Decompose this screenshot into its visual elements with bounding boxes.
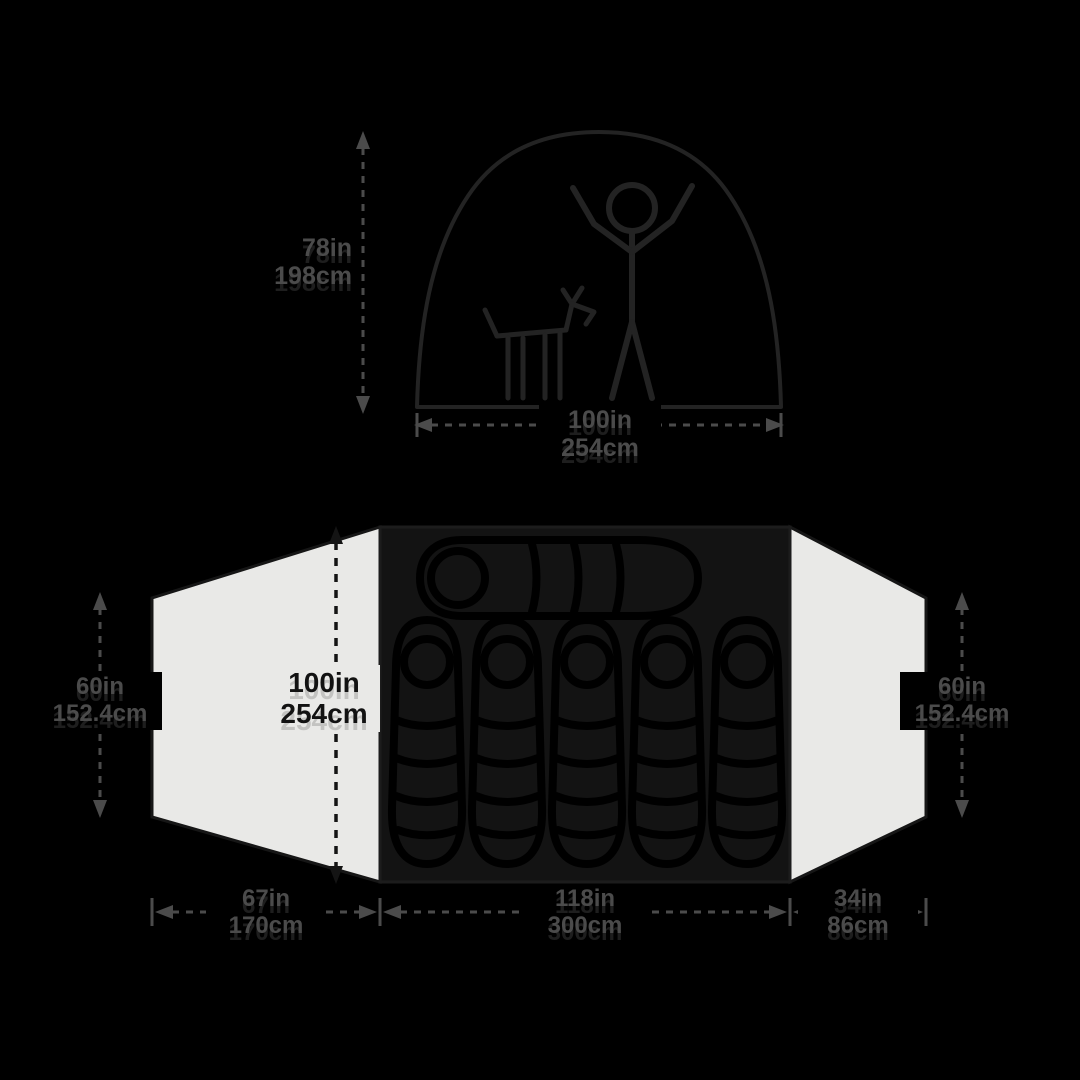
front-width-metric: 254cm <box>561 434 639 462</box>
right-width-metric: 152.4cm <box>914 699 1010 727</box>
front-height-metric: 198cm <box>274 262 352 290</box>
tent-front-view <box>356 130 784 437</box>
floor-length-metric: 300cm <box>547 911 623 939</box>
vestibule-depth-dimension-line <box>155 905 377 919</box>
bottom-dimension-ticks <box>150 898 928 926</box>
sleeping-bag-horizontal <box>415 536 703 620</box>
tent-floor-area <box>378 525 792 884</box>
floor-length-label: 118in 300cm <box>525 884 645 942</box>
right-width-dimension-line <box>955 592 969 818</box>
right-width-label: 60in 152.4cm <box>900 672 1024 730</box>
front-width-imperial: 100in <box>568 406 632 434</box>
front-height-label: 78in 198cm <box>248 232 352 292</box>
floor-length-imperial: 118in <box>554 885 616 912</box>
left-width-label: 60in 152.4cm <box>38 672 162 730</box>
vestibule-depth-label: 67in 170cm <box>206 884 326 942</box>
interior-width-label: 100in 254cm <box>268 665 380 732</box>
vestibule-depth-imperial: 67in <box>241 885 291 912</box>
rear-depth-metric: 86cm <box>827 911 889 939</box>
interior-width-metric: 254cm <box>280 698 368 730</box>
rear-depth-label: 34in 86cm <box>798 884 918 942</box>
front-height-imperial: 78in <box>301 234 352 262</box>
front-width-label: 100in 254cm <box>539 404 661 464</box>
right-width-imperial: 60in <box>937 673 987 700</box>
person-icon <box>570 182 695 401</box>
dog-icon <box>482 285 597 401</box>
tent-front-outline <box>415 130 783 409</box>
front-height-dimension-line <box>356 131 370 414</box>
rear-depth-imperial: 34in <box>833 885 883 912</box>
vestibule-depth-metric: 170cm <box>228 911 304 939</box>
left-width-imperial: 60in <box>75 673 125 700</box>
interior-width-imperial: 100in <box>288 667 360 698</box>
left-width-dimension-line <box>93 592 107 818</box>
tent-floor-plan <box>93 524 969 926</box>
left-width-metric: 152.4cm <box>52 699 148 727</box>
